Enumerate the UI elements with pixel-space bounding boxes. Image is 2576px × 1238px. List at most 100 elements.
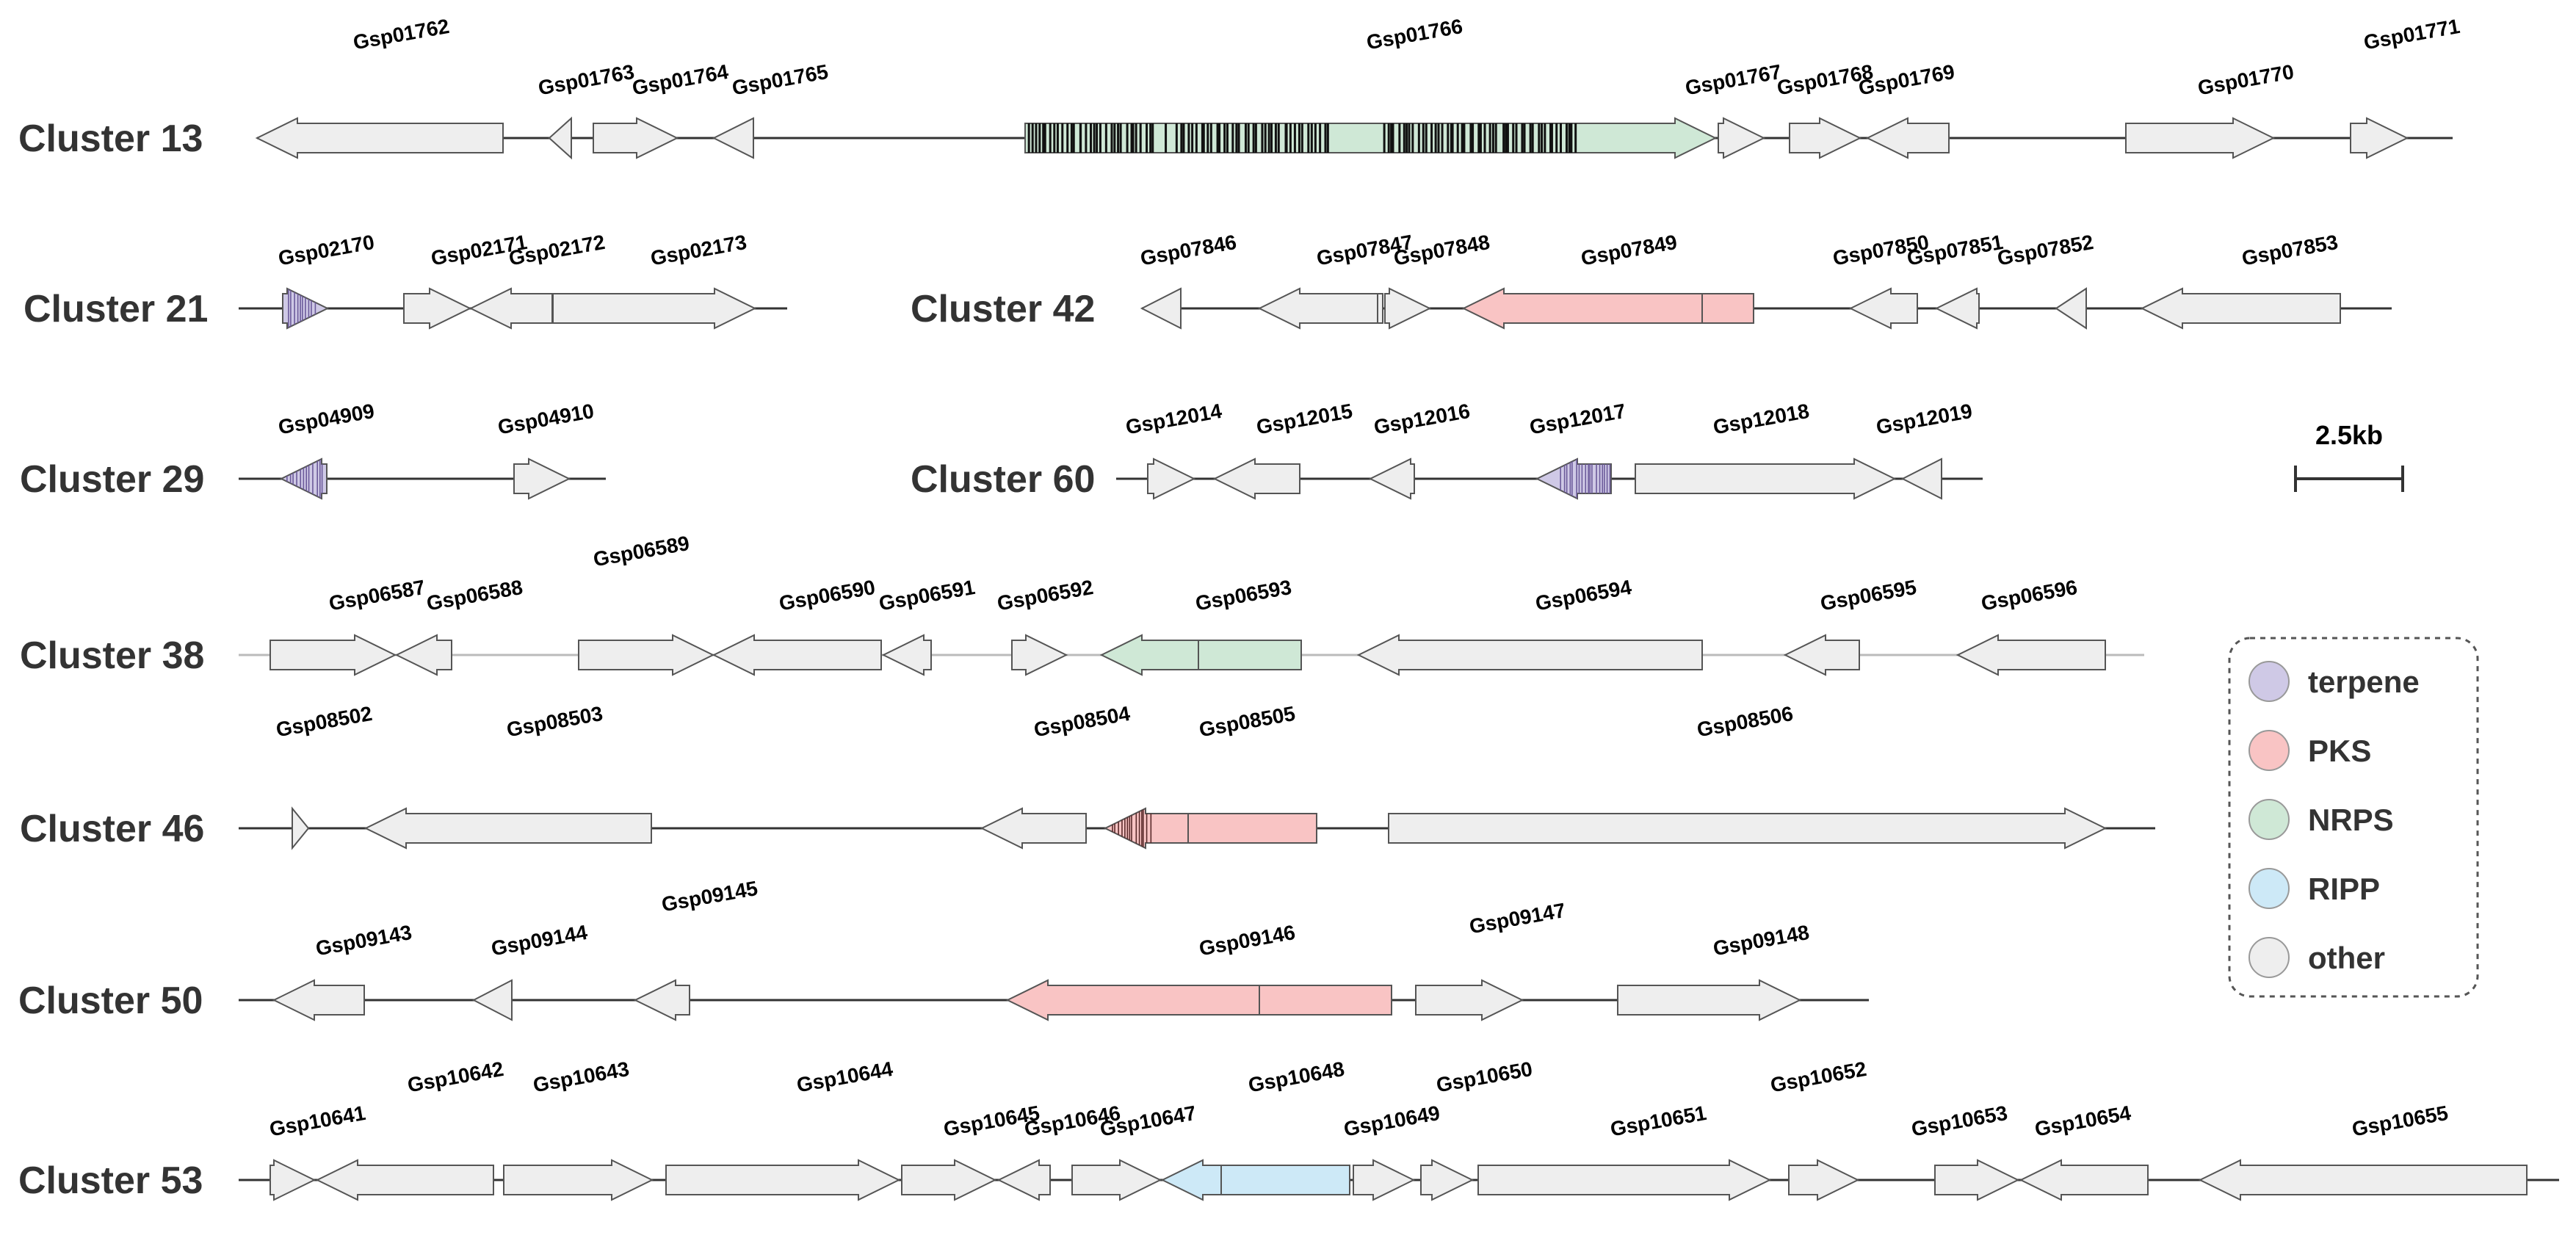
gene-arrow [1024,117,1718,159]
gene-label: Gsp09144 [489,921,589,960]
gene-Gsp12016: Gsp12016 [1368,399,1472,500]
gene-arrow [269,1159,316,1201]
gene-arrow [881,634,932,676]
legend-swatch [2248,868,2290,909]
gene-arrow [1353,1159,1416,1201]
gene-Gsp01766: Gsp01766 [1024,15,1718,159]
gene-Gsp12017: Gsp12017 [1528,399,1628,500]
gene-label: Gsp08504 [1032,702,1132,742]
gene-arrow [1103,807,1317,850]
gene-arrow [363,807,652,850]
legend-box [2228,637,2479,998]
legend-label: NRPS [2308,803,2394,837]
gene-label: Gsp01762 [351,15,451,54]
gene-label: Gsp06593 [1193,576,1293,615]
gene-label: Gsp07849 [1580,231,1679,270]
gene-arrow [2198,1159,2528,1201]
gene-arrow [1461,287,1754,330]
gene-arrow [1865,117,1950,159]
legend-item-other: other [2248,937,2385,978]
gene-label: Gsp12017 [1528,399,1628,439]
gene-Gsp01768: Gsp01768 [1776,60,1875,159]
gene-arrow [1617,979,1802,1021]
gene-Gsp09148: Gsp09148 [1617,921,1812,1021]
gene-arrow [503,1159,654,1201]
gene-Gsp09144: Gsp09144 [471,921,590,1021]
gene-arrow [1955,634,2106,676]
gene-Gsp07846: Gsp07846 [1138,231,1238,330]
gene-label: Gsp01766 [1364,15,1464,54]
gene-label: Gsp10651 [1609,1101,1709,1141]
gene-arrow [665,1159,901,1201]
gene-arrow [2019,1159,2149,1201]
gene-arrow [315,1159,494,1201]
gene-label: Gsp04910 [496,399,596,439]
gene-label: Gsp12014 [1124,399,1223,439]
gene-arrow [1420,1159,1475,1201]
gene-label: Gsp09148 [1712,921,1812,960]
gene-arrow [1368,457,1415,500]
gene-Gsp01771: Gsp01771 [2350,15,2462,159]
gene-label: Gsp09146 [1197,921,1297,960]
gene-arrow [1388,807,2108,850]
gene-label: Gsp06591 [877,576,977,615]
gene-Gsp09146: Gsp09146 [1005,921,1392,1021]
cluster-label: Cluster 38 [20,634,204,677]
gene-label: Gsp10650 [1434,1057,1534,1097]
gene-Gsp12014: Gsp12014 [1124,399,1224,500]
gene-arrow [593,117,679,159]
gene-Gsp07853: Gsp07853 [2140,231,2341,330]
gene-Gsp08505: Gsp08505 [1103,702,1317,850]
gene-label: Gsp08506 [1696,702,1795,742]
scale-bar-label: 2.5kb [2315,420,2383,450]
gene-Gsp06587: Gsp06587 [269,576,427,676]
gene-label: Gsp06595 [1819,576,1919,615]
gene-arrow [548,116,572,160]
gene-Gsp12019: Gsp12019 [1875,399,1974,500]
legend-swatch [2248,661,2290,702]
gene-label: Gsp10654 [2033,1101,2133,1141]
gene-Gsp06592: Gsp06592 [995,576,1095,676]
gene-arrow [269,634,397,676]
gene-label: Gsp12018 [1712,399,1812,439]
gene-Gsp09147: Gsp09147 [1415,899,1567,1021]
gene-arrow [552,287,757,330]
cluster-label: Cluster 13 [18,117,203,160]
gene-arrow [1783,634,1860,676]
gene-Gsp06593: Gsp06593 [1099,576,1302,676]
gene-label: Gsp09147 [1467,899,1567,938]
gene-label: Gsp12015 [1254,399,1354,439]
gene-label: Gsp10648 [1246,1057,1346,1097]
legend-swatch [2248,730,2290,771]
gene-arrow [1147,457,1196,500]
gene-arrow [1071,1159,1162,1201]
gene-arrow [471,979,513,1021]
gene-label: Gsp01763 [536,60,636,100]
gene-label: Gsp10649 [1342,1101,1441,1141]
cluster-label: Cluster 60 [911,458,1095,501]
gene-arrow [1788,1159,1860,1201]
gene-label: Gsp04909 [276,399,376,439]
gene-label: Gsp08505 [1197,702,1297,742]
gene-label: Gsp07853 [2240,231,2340,270]
gene-label: Gsp01771 [2362,15,2462,54]
gene-label: Gsp08503 [504,702,604,742]
cluster-label: Cluster 29 [20,458,204,501]
legend-label: other [2308,941,2385,975]
gene-Gsp10644: Gsp10644 [665,1057,901,1201]
legend-item-nrps: NRPS [2248,799,2394,840]
gene-Gsp08506: Gsp08506 [1388,702,2108,850]
gene-arrow [1415,979,1524,1021]
gene-label: Gsp06588 [424,576,524,615]
gene-label: Gsp01770 [2196,60,2296,100]
legend-label: terpene [2308,665,2420,699]
cluster-label: Cluster 53 [18,1159,203,1202]
legend-swatch [2248,799,2290,840]
gene-Gsp01770: Gsp01770 [2125,60,2296,159]
gene-arrow [1011,634,1068,676]
gene-arrow [255,117,504,159]
gene-label: Gsp10643 [531,1057,631,1097]
gene-label: Gsp01765 [730,60,830,100]
